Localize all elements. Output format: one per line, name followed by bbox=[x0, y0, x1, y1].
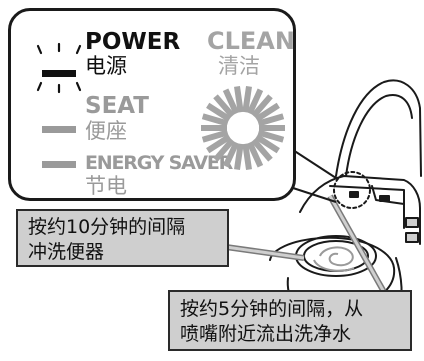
clean-dash bbox=[213, 138, 235, 162]
clean-dash bbox=[222, 141, 240, 168]
clean-dash bbox=[206, 134, 232, 154]
indicator-panel: POWER 电源 SEAT 便座 ENERGY SAVER 节电 CLEAN 清… bbox=[8, 8, 296, 201]
seat-label-zh: 便座 bbox=[85, 119, 127, 143]
clean-dash bbox=[242, 143, 252, 171]
energy-saver-label-zh: 节电 bbox=[85, 174, 127, 198]
clean-dash bbox=[251, 138, 273, 162]
clean-dash bbox=[257, 113, 285, 127]
bowl-rinse-callout-line1: 按约10分钟的间隔 bbox=[28, 216, 186, 238]
energy-saver-label: ENERGY SAVER bbox=[85, 152, 233, 174]
seat-label: SEAT bbox=[85, 93, 149, 119]
bowl-rinse-callout: 按约10分钟的间隔 冲洗便器 bbox=[16, 209, 229, 267]
nozzle-rinse-callout-line1: 按约5分钟的间隔，从 bbox=[180, 298, 364, 320]
clean-dash bbox=[206, 102, 232, 122]
clean-dash bbox=[257, 129, 285, 143]
bowl-rinse-callout-line2: 冲洗便器 bbox=[28, 241, 105, 263]
clean-label: CLEAN bbox=[207, 27, 295, 55]
clean-dash bbox=[222, 88, 240, 115]
clean-dash bbox=[234, 85, 244, 113]
clean-dash bbox=[246, 141, 264, 168]
power-blinking-icon bbox=[36, 42, 82, 94]
power-label-zh: 电源 bbox=[85, 54, 127, 78]
seat-indicator bbox=[42, 126, 76, 133]
clean-dash bbox=[201, 129, 229, 143]
clean-label-zh: 清洁 bbox=[218, 54, 260, 78]
clean-dash bbox=[201, 113, 229, 127]
power-label: POWER bbox=[85, 29, 181, 55]
clean-dash bbox=[213, 94, 235, 118]
nozzle-rinse-callout: 按约5分钟的间隔，从 喷嘴附近流出洗净水 bbox=[168, 290, 412, 351]
clean-dash bbox=[254, 102, 280, 122]
clean-dash bbox=[246, 88, 264, 115]
clean-dash bbox=[234, 143, 244, 171]
clean-dash bbox=[242, 85, 252, 113]
rotating-dashes-icon bbox=[201, 85, 285, 171]
power-indicator bbox=[42, 70, 76, 77]
energy-saver-indicator bbox=[42, 161, 76, 168]
nozzle-rinse-callout-line2: 喷嘴附近流出洗净水 bbox=[180, 323, 352, 345]
clean-dash bbox=[254, 134, 280, 154]
clean-dash bbox=[251, 94, 273, 118]
